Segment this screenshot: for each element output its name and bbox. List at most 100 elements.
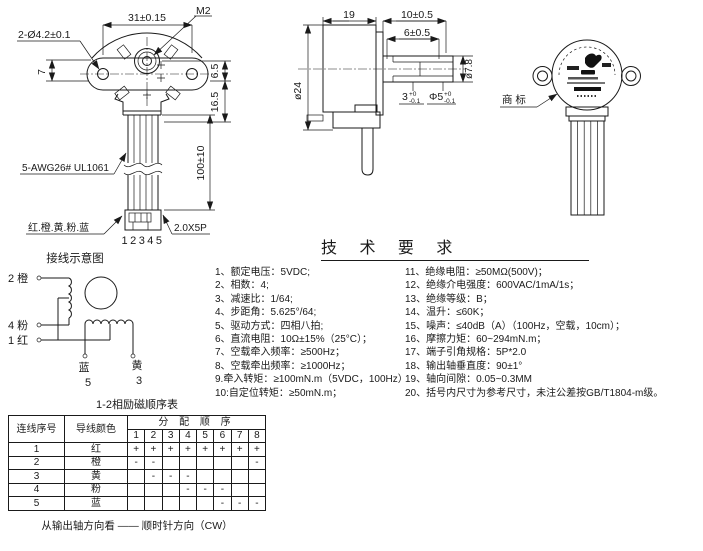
back-ribbon-cable	[570, 120, 605, 216]
wiring-title: 接线示意图	[46, 251, 104, 265]
requirement-item: 19、轴向间隙：0.05~0.3MM	[405, 374, 532, 386]
seq-cell: +	[230, 442, 249, 457]
wiring-diagram: 接线示意图 2 橙 4 粉 1 红	[8, 251, 143, 389]
front-view-drawing: 31±0.15 M2 2-Ø4.2±0.1 7 6.5 16.5	[17, 5, 231, 247]
back-ear-left	[532, 66, 553, 86]
table-row: 5 蓝 - - -	[8, 496, 267, 511]
col-header-wire-color: 导线颜色	[64, 415, 128, 443]
side-motor-body	[298, 24, 465, 176]
wire-colors-label: 红.橙.黄.粉.蓝	[28, 221, 89, 234]
seq-cell: -	[144, 469, 163, 484]
seq-cell	[195, 496, 215, 511]
seq-cell	[178, 496, 198, 511]
table-steps-row: 1 2 3 4 5 6 7 8	[9, 428, 267, 443]
dim-flat-label: 3	[402, 91, 408, 103]
seq-cell: -	[126, 455, 146, 470]
wiring-circuit: 2 橙 4 粉 1 红 蓝 5 黄	[8, 271, 143, 389]
seq-cell	[230, 455, 249, 470]
dim-width-label: 31±0.15	[128, 12, 166, 24]
requirement-item: 17、端子引角规格：5P*2.0	[405, 347, 527, 359]
table-row: 3 黄 - - -	[8, 469, 267, 484]
requirement-item: 6、直流电阻：10Ω±15%（25°C）；	[215, 334, 373, 346]
table-row: 4 粉 - - -	[8, 482, 267, 497]
requirement-item: 9.牵入转矩：≥100mN.m（5VDC，100Hz）	[215, 374, 408, 386]
seq-cell	[230, 482, 249, 497]
seq-cell	[247, 469, 267, 484]
wire-color-cell: 红	[64, 442, 128, 457]
dim-lead-length-label: 100±10	[195, 145, 207, 180]
trademark-label: 商 标	[502, 93, 526, 106]
step-header: 8	[247, 428, 267, 443]
requirement-item: 12、绝缘介电强度：600VAC/1mA/1s；	[405, 280, 580, 292]
step-header: 5	[195, 428, 215, 443]
dim-flat-tol-up: +0	[409, 91, 417, 98]
rotor-circle	[84, 276, 118, 310]
dim-depth-label: 19	[343, 9, 355, 21]
seq-cell	[230, 469, 249, 484]
requirement-item: 8、空载牵出频率：≥1000Hz；	[215, 360, 351, 372]
seq-cell: +	[247, 442, 267, 457]
seq-cell	[213, 455, 232, 470]
dim-shaft-offset-label: 6.5	[209, 64, 221, 79]
requirement-item: 14、温升：≤60K；	[405, 307, 490, 319]
excitation-sequence-section: 1-2相励磁顺序表 连线序号 导线颜色 分 配 顺 序 1 2 3 4 5 6 …	[8, 396, 267, 533]
requirement-item: 15、噪声：≤40dB（A）（100Hz，空载，10cm）；	[405, 320, 625, 332]
back-view-drawing: 商 标	[500, 39, 641, 216]
seq-cell: +	[144, 442, 163, 457]
seq-cell: -	[178, 469, 198, 484]
seq-cell: -	[195, 482, 215, 497]
step-header: 2	[144, 428, 163, 443]
seq-cell: -	[213, 496, 232, 511]
seq-cell: -	[247, 496, 267, 511]
step-header: 1	[126, 428, 146, 443]
seq-cell: +	[195, 442, 215, 457]
requirement-item: 3、减速比：1/64;	[215, 293, 293, 305]
col-header-wire-num: 连线序号	[8, 415, 65, 443]
dim-flat-tol-dn: -0.1	[409, 98, 421, 105]
requirement-item: 5、驱动方式：四相八拍;	[215, 320, 324, 332]
requirement-item: 13、绝缘等级：B；	[405, 293, 493, 305]
seq-cell: +	[126, 442, 146, 457]
wire-num-cell: 4	[8, 482, 65, 497]
pin-numbers-label: 12345	[121, 235, 164, 247]
seq-cell: -	[230, 496, 249, 511]
seq-cell	[144, 496, 163, 511]
rotation-direction-note: 从输出轴方向看 —— 顺时针方向（CW）	[41, 519, 233, 532]
seq-cell	[213, 469, 232, 484]
seq-cell	[161, 496, 180, 511]
seq-cell	[144, 482, 163, 497]
seq-cell	[178, 455, 198, 470]
seq-cell	[247, 482, 267, 497]
trademark-callout: 商 标	[500, 93, 558, 108]
step-header: 7	[230, 428, 249, 443]
seq-cell	[126, 482, 146, 497]
dim-body-label: 16.5	[209, 92, 221, 113]
wire-num-cell: 1	[8, 442, 65, 457]
requirement-item: 4、步距角：5.625°/64;	[215, 307, 317, 319]
wire-num-cell: 5	[8, 496, 65, 511]
terminal-yellow-num: 3	[136, 375, 142, 387]
terminal-blue-num: 5	[85, 377, 91, 389]
terminal-1-red: 1 红	[8, 334, 28, 347]
wire-color-cell: 黄	[64, 469, 128, 484]
front-motor-body	[80, 32, 216, 116]
wire-spec-label: 5-AWG26# UL1061	[22, 163, 109, 174]
seq-cell: -	[213, 482, 232, 497]
seq-cell	[161, 455, 180, 470]
front-connector	[124, 209, 162, 231]
dim-shaft-tol-up: +0	[444, 91, 452, 98]
technical-requirements-title: 技 术 要 求	[321, 240, 462, 257]
technical-requirements: 技 术 要 求 1、额定电压：5VDC; 2、相数：4; 3、减速比：1/64;…	[215, 234, 703, 400]
wire-num-cell: 2	[8, 455, 65, 470]
wire-num-cell: 3	[8, 469, 65, 484]
thread-label: M2	[196, 5, 211, 17]
seq-cell	[126, 469, 146, 484]
coil-horizontal	[84, 319, 134, 325]
side-wire-strip	[361, 128, 374, 176]
seq-cell: +	[178, 442, 198, 457]
table-header-row: 连线序号 导线颜色 分 配 顺 序	[8, 415, 266, 443]
mount-holes-label: 2-Ø4.2±0.1	[18, 29, 71, 41]
side-view-drawing: 19 10±0.5 6±0.5 ø24 ø7	[292, 9, 475, 176]
dim-shaft-dia-label: Φ5	[429, 91, 443, 103]
